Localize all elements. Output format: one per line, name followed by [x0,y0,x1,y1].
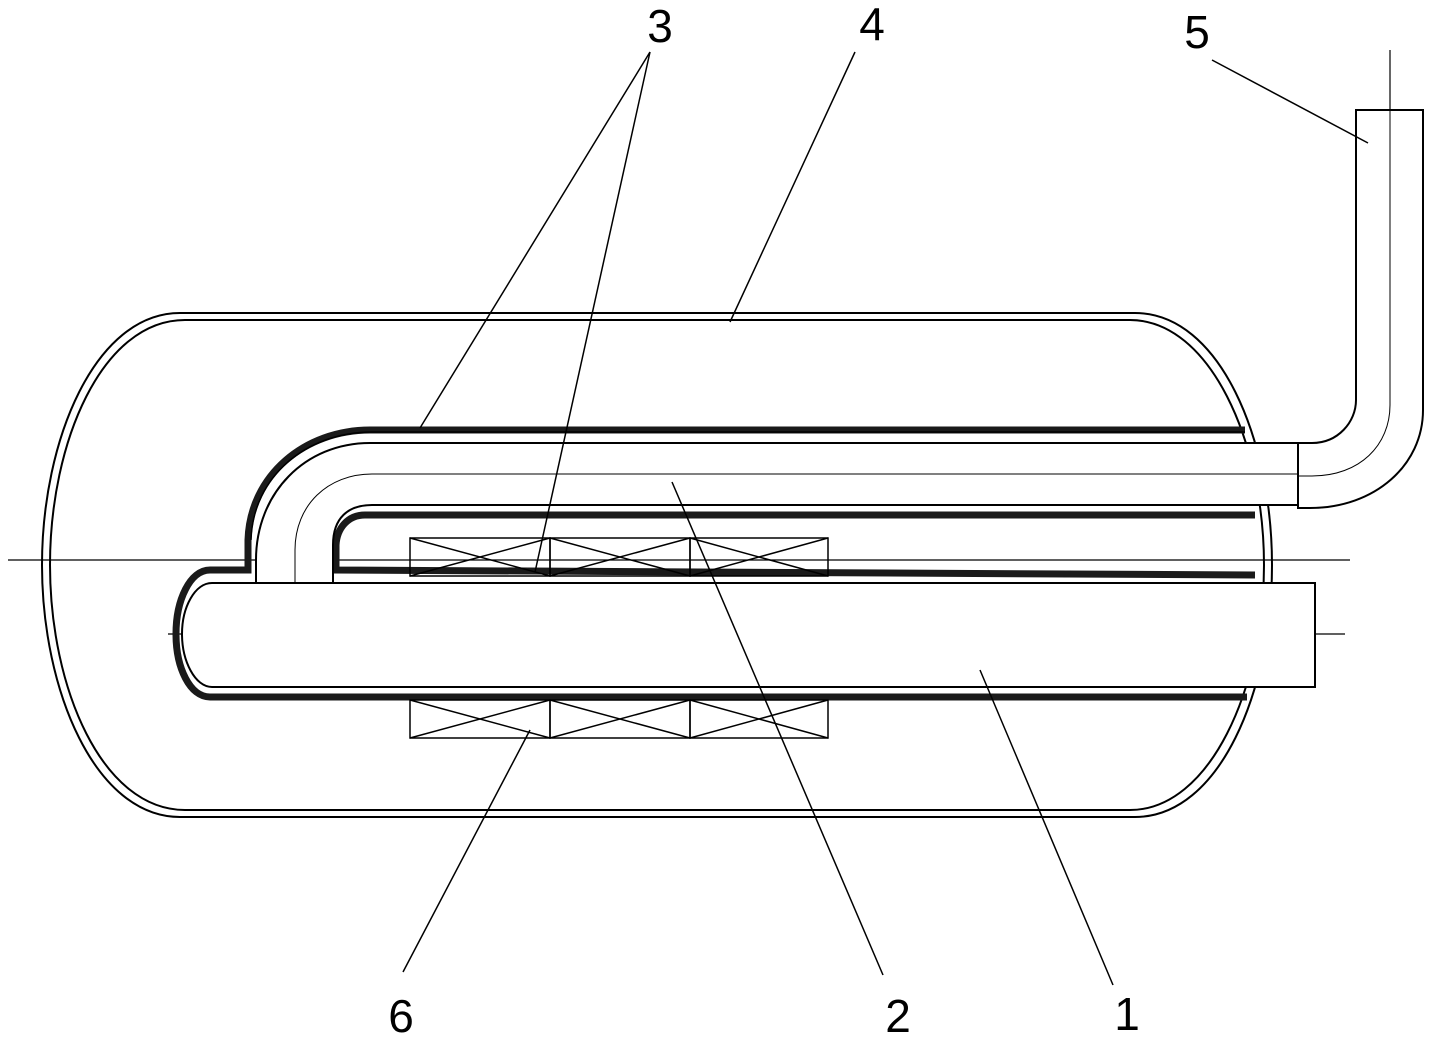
label-6: 6 [388,990,414,1042]
outlet-pipe [1297,109,1424,509]
outer-vessel [40,312,1274,818]
magnet-row-bottom [409,699,829,739]
label-2: 2 [885,990,911,1042]
label-1: 1 [1114,988,1140,1040]
upper-pipe [255,442,1299,589]
leader-lines [402,51,1369,986]
insulation-layer [172,426,1256,701]
label-5: 5 [1184,6,1210,58]
central-pipe [180,582,1316,688]
label-4: 4 [859,0,885,50]
magnet-row-top [409,537,829,577]
label-3: 3 [647,0,673,52]
